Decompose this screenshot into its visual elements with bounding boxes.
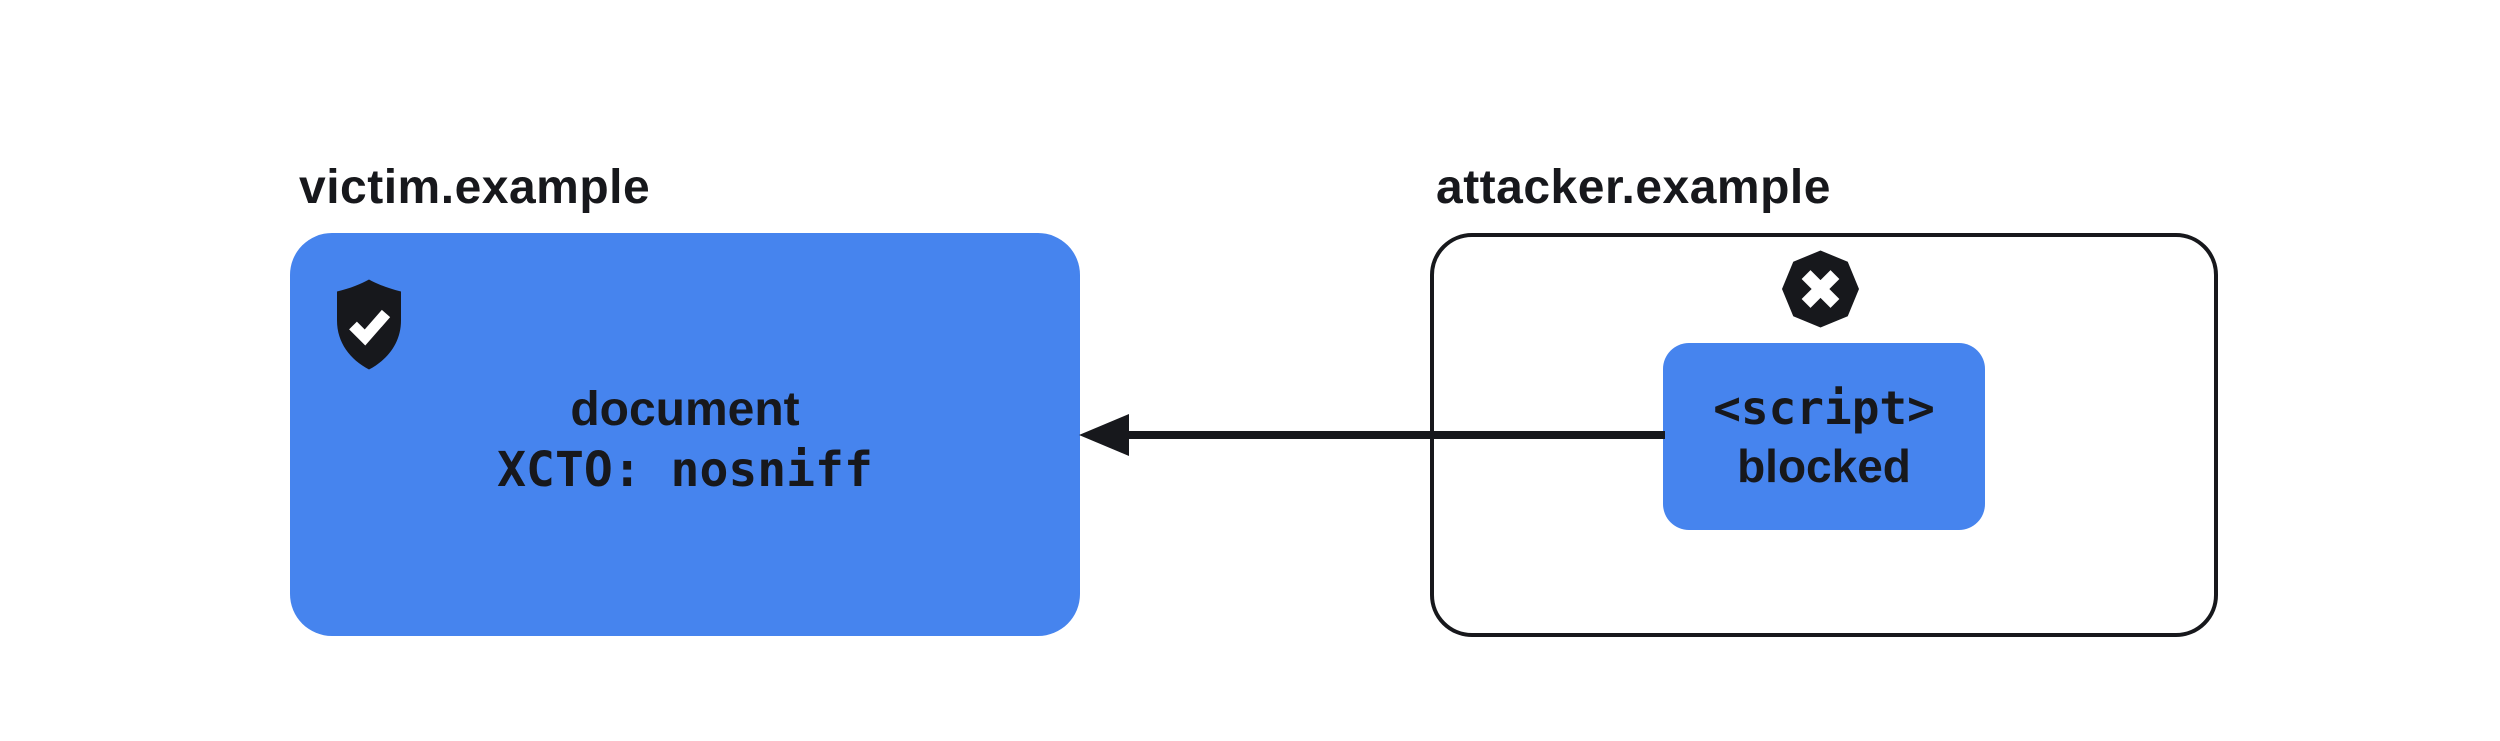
blocked-script-box: <script> blocked: [1663, 343, 1985, 530]
victim-origin-label: victim.example: [299, 161, 651, 214]
script-box-line2: blocked: [1737, 439, 1911, 492]
script-box-line1: <script>: [1713, 380, 1935, 435]
victim-box-line1: document: [570, 383, 800, 436]
blocked-request-arrow-shaft: [1120, 431, 1665, 439]
blocked-octagon-x-icon: [1782, 250, 1859, 328]
attacker-origin-label: attacker.example: [1436, 161, 1831, 214]
victim-box-text: document XCTO: nosniff: [290, 380, 1080, 500]
blocked-request-arrowhead: [1079, 414, 1129, 456]
victim-box-line2: XCTO: nosniff: [497, 442, 873, 498]
shield-check-icon: [337, 279, 401, 370]
victim-document-box: [290, 233, 1080, 636]
